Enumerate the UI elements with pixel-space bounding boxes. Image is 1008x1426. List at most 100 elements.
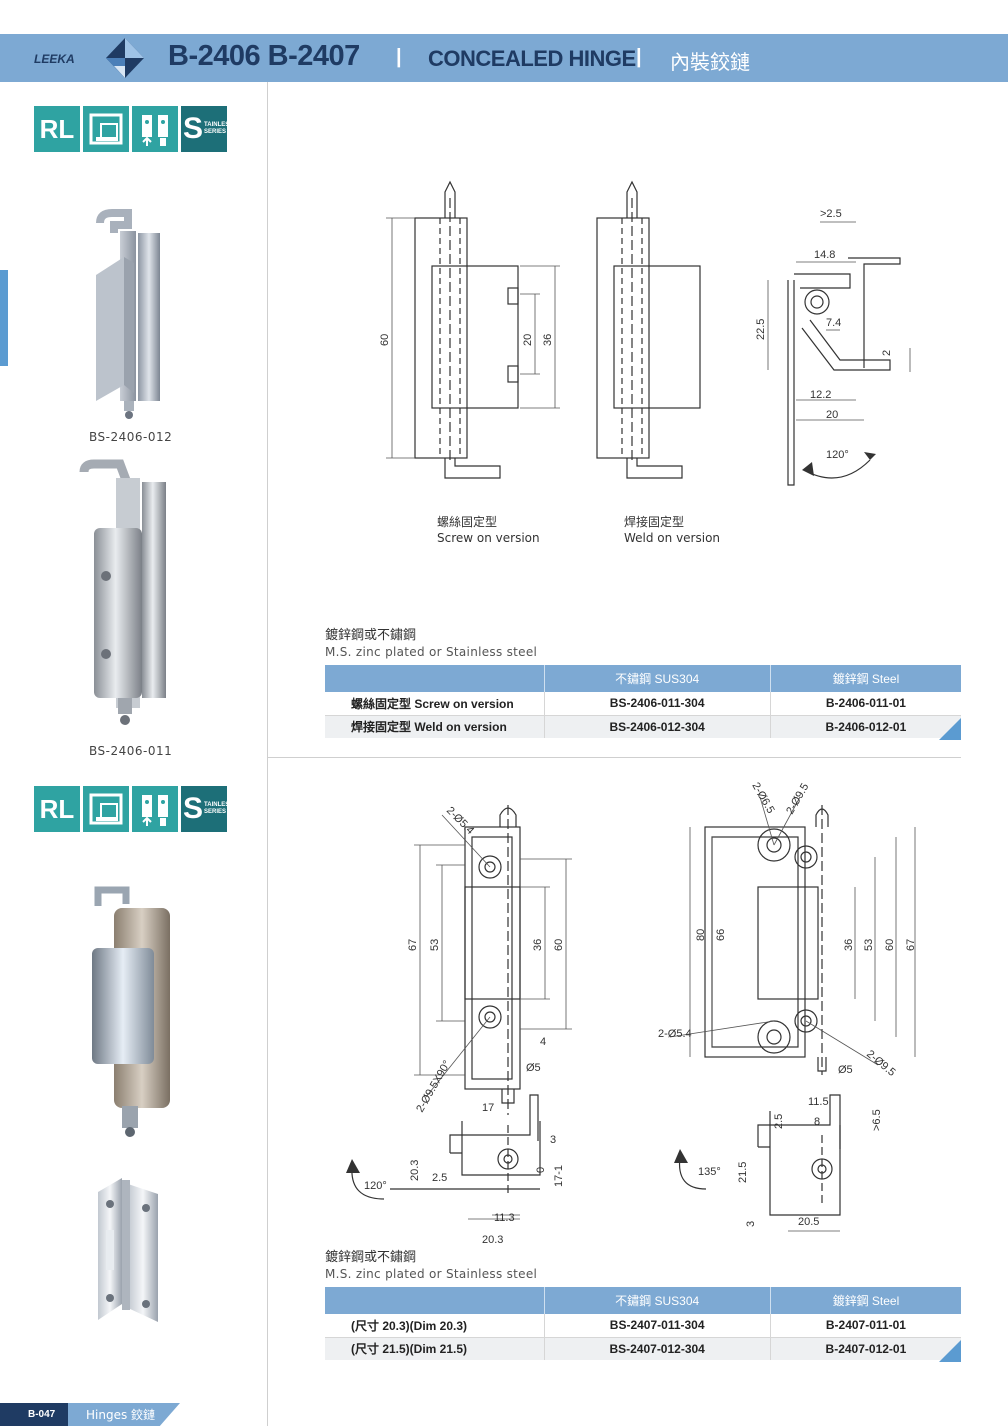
hinge-photo-flat: [98, 1178, 158, 1322]
caption-weld-version: 焊接固定型 Weld on version: [624, 515, 721, 545]
feature-badges: RL S TAINLESS SERIES: [34, 786, 233, 832]
footer-section-label: Hinges 鉸鏈: [86, 1408, 156, 1422]
dim-2: 2: [881, 350, 893, 356]
part-number-steel: B-2406-011-01: [769, 692, 961, 716]
dim-60: 60: [379, 334, 391, 346]
footer-page-box: [0, 1403, 68, 1426]
table-header: [325, 665, 544, 692]
dim-20-3-b: 20.3: [482, 1234, 503, 1246]
part-number-steel: B-2407-011-01: [769, 1314, 961, 1338]
dim-20: 20: [522, 334, 534, 346]
title-separator: |: [396, 46, 402, 68]
dim-36: 36: [542, 334, 554, 346]
door-mount-icon: [83, 786, 129, 832]
door-mount-icon: [83, 106, 129, 152]
dim-67: 67: [407, 939, 419, 951]
column-divider: [267, 82, 268, 1426]
dim-53: 53: [863, 939, 875, 951]
table-row: 螺絲固定型 Screw on version BS-2406-011-304 B…: [325, 692, 961, 716]
row-description: 螺絲固定型 Screw on version: [325, 692, 544, 716]
rl-badge: RL: [34, 786, 80, 832]
part-number-steel: B-2407-012-01: [769, 1337, 961, 1360]
dim-67: 67: [905, 939, 917, 951]
material-note: 鍍鋅鋼或不鏽鋼 M.S. zinc plated or Stainless st…: [325, 628, 538, 659]
dim-2-5: 2.5: [432, 1172, 447, 1184]
table-header: 鍍鋅鋼 Steel: [769, 1287, 961, 1314]
dim-11-3: 11.3: [494, 1212, 515, 1224]
product-label: BS-2406-012: [89, 430, 173, 444]
dim-12-2: 12.2: [810, 389, 831, 401]
product-label: BS-2406-011: [89, 744, 173, 758]
dim-hole: 2-Ø5.4: [444, 805, 476, 837]
logo-diamond-icon: [106, 38, 144, 78]
rl-badge: RL: [34, 106, 80, 152]
row-description: (尺寸 20.3)(Dim 20.3): [325, 1314, 544, 1338]
dim-11-5: 11.5: [808, 1096, 829, 1108]
angle-135: 135°: [698, 1166, 721, 1178]
stainless-series-badge: S TAINLESS SERIES: [181, 786, 233, 832]
hinge-photo-b-2407: [92, 886, 170, 1137]
dim-2-5: 2.5: [773, 1114, 785, 1129]
dim-pin: Ø5: [838, 1064, 853, 1076]
part-number-stainless: BS-2406-011-304: [543, 692, 771, 716]
table-row: 焊接固定型 Weld on version BS-2406-012-304 B-…: [325, 715, 961, 738]
dim-60: 60: [553, 939, 565, 951]
dim-17-1: 17-1: [553, 1165, 565, 1187]
model-numbers: B-2406 B-2407: [168, 40, 360, 72]
table-corner-accent: [939, 1340, 961, 1362]
table-row: (尺寸 20.3)(Dim 20.3) BS-2407-011-304 B-24…: [325, 1314, 961, 1338]
dim-pin: Ø5: [526, 1062, 541, 1074]
dim-hole-d: 2-Ø9.5: [864, 1048, 897, 1079]
technical-drawing-b-2406: 60 20 36 22.5 >2.5 14.8 7.4 2 12.2 20 12…: [379, 180, 911, 486]
dim-60: 60: [884, 939, 896, 951]
stainless-series-badge: S TAINLESS SERIES: [181, 106, 233, 152]
dim-21-5: 21.5: [737, 1162, 749, 1183]
material-note: 鍍鋅鋼或不鏽鋼 M.S. zinc plated or Stainless st…: [325, 1250, 538, 1281]
part-number-stainless: BS-2407-011-304: [543, 1314, 771, 1338]
section-divider: [268, 757, 961, 758]
brand-logo: LEEKA: [34, 52, 75, 66]
angle-120: 120°: [826, 449, 849, 461]
table-header: 不鏽鋼 SUS304: [543, 665, 771, 692]
dim-0: 0: [535, 1167, 547, 1173]
table-row: (尺寸 21.5)(Dim 21.5) BS-2407-012-304 B-24…: [325, 1337, 961, 1360]
dim-20-b: 20: [826, 409, 838, 421]
dim-20-3: 20.3: [409, 1160, 421, 1181]
page-title-en: CONCEALED HINGE: [428, 46, 636, 71]
dim-20-5: 20.5: [798, 1216, 819, 1228]
technical-drawing-b-2407: 2-Ø5.4 67 53 36 60 4 Ø5 2-Ø9.5X90° 17 3 …: [346, 781, 917, 1246]
part-number-steel: B-2406-012-01: [769, 715, 961, 738]
part-number-stainless: BS-2407-012-304: [543, 1337, 771, 1360]
row-description: 焊接固定型 Weld on version: [325, 715, 544, 738]
table-corner-accent: [939, 718, 961, 740]
table-header: 不鏽鋼 SUS304: [543, 1287, 771, 1314]
dim-36: 36: [532, 939, 544, 951]
page-number: B-047: [28, 1409, 56, 1420]
hinge-mount-icon: [132, 106, 178, 152]
part-number-table-b-2407: 不鏽鋼 SUS304 鍍鋅鋼 Steel (尺寸 20.3)(Dim 20.3)…: [325, 1287, 961, 1360]
dim-22-5: 22.5: [755, 319, 767, 340]
table-header: [325, 1287, 544, 1314]
caption-screw-version: 螺絲固定型 Screw on version: [437, 515, 540, 545]
dim-hole-a: 2-Ø6.5: [749, 781, 776, 816]
side-tab-marker: [0, 270, 8, 366]
hinge-mount-icon: [132, 786, 178, 832]
hinge-photo-bs-2406-011: [79, 459, 166, 725]
dim-7-4: 7.4: [826, 317, 841, 329]
dim-80: 80: [695, 929, 707, 941]
dim-53: 53: [429, 939, 441, 951]
dim-3: 3: [745, 1221, 757, 1227]
feature-badges: RL S TAINLESS SERIES: [34, 106, 233, 152]
dim-gt-2-5: >2.5: [820, 208, 842, 220]
dim-4: 4: [540, 1036, 546, 1048]
dim-17: 17: [482, 1102, 494, 1114]
dim-14-8: 14.8: [814, 249, 835, 261]
page-title-cn: 內裝鉸鏈: [670, 50, 750, 74]
angle-120: 120°: [364, 1180, 387, 1192]
row-description: (尺寸 21.5)(Dim 21.5): [325, 1337, 544, 1360]
dim-66: 66: [715, 929, 727, 941]
header-bar: LEEKA B-2406 B-2407 | CONCEALED HINGE | …: [0, 34, 1008, 82]
dim-gt-6-5: >6.5: [871, 1109, 883, 1131]
hinge-photo-bs-2406-012: [96, 209, 160, 419]
dim-hole-c: 2-Ø5.4: [658, 1028, 692, 1040]
